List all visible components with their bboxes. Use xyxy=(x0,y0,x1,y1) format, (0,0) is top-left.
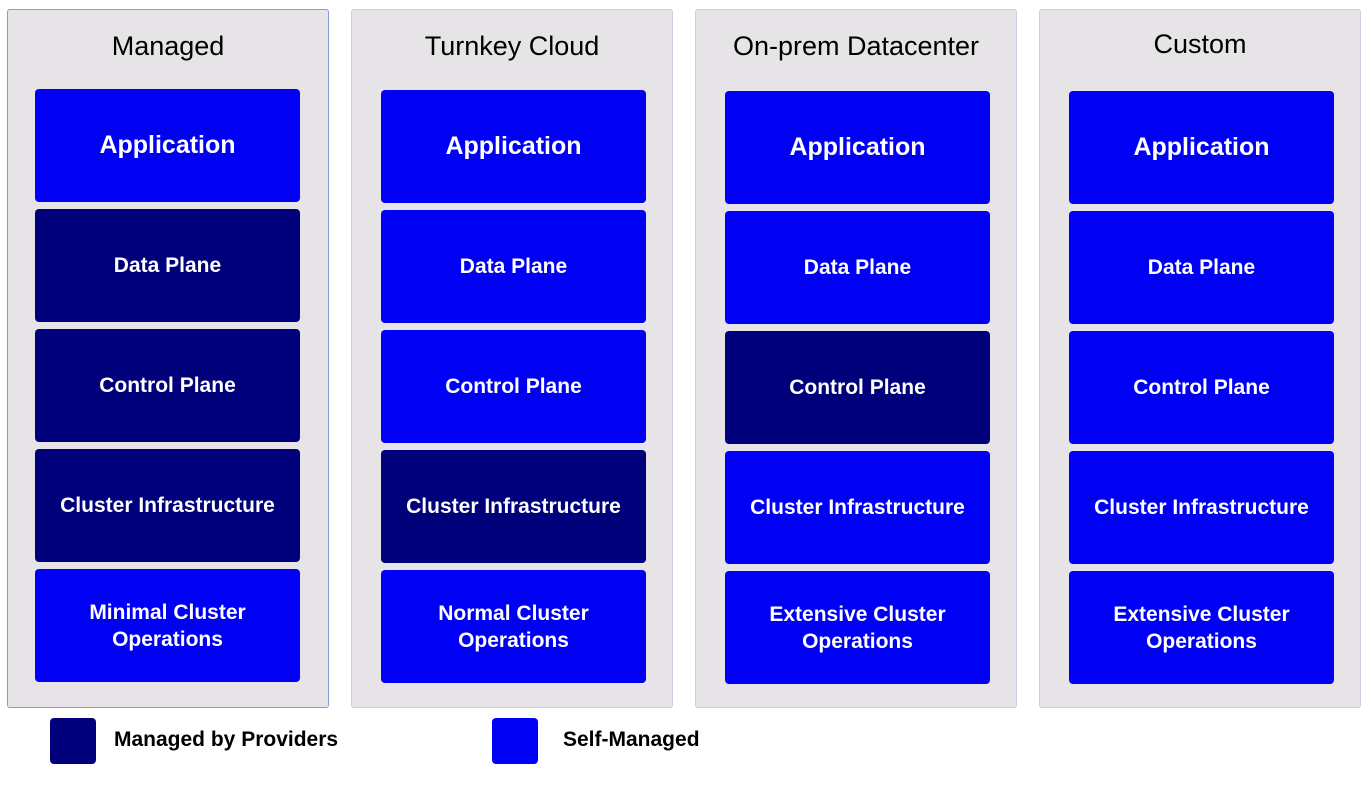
layer-cluster-infrastructure: Cluster Infrastructure xyxy=(381,450,646,563)
layer-control-plane: Control Plane xyxy=(1069,331,1334,444)
legend-swatch-provider xyxy=(50,718,96,764)
column-title: On-prem Datacenter xyxy=(732,31,980,61)
legend-label-provider: Managed by Providers xyxy=(114,728,339,751)
column-managed: Managed Application Data Plane Control P… xyxy=(7,9,329,708)
layer-cluster-operations: Extensive Cluster Operations xyxy=(1069,571,1334,684)
layer-application: Application xyxy=(1069,91,1334,204)
layer-control-plane: Control Plane xyxy=(725,331,990,444)
layer-control-plane: Control Plane xyxy=(35,329,300,442)
layer-cluster-infrastructure: Cluster Infrastructure xyxy=(725,451,990,564)
layer-control-plane: Control Plane xyxy=(381,330,646,443)
layer-cluster-operations: Minimal Cluster Operations xyxy=(35,569,300,682)
column-turnkey-cloud: Turnkey Cloud Application Data Plane Con… xyxy=(351,9,673,708)
layer-data-plane: Data Plane xyxy=(35,209,300,322)
column-title: Managed xyxy=(111,31,225,61)
column-title: Custom xyxy=(1153,29,1247,59)
layer-cluster-infrastructure: Cluster Infrastructure xyxy=(1069,451,1334,564)
column-title: Turnkey Cloud xyxy=(424,31,600,61)
layer-cluster-infrastructure: Cluster Infrastructure xyxy=(35,449,300,562)
layer-data-plane: Data Plane xyxy=(381,210,646,323)
layer-application: Application xyxy=(725,91,990,204)
column-on-prem-datacenter: On-prem Datacenter Application Data Plan… xyxy=(695,9,1017,708)
legend-label-self: Self-Managed xyxy=(563,728,700,751)
legend-swatch-self xyxy=(492,718,538,764)
layer-application: Application xyxy=(35,89,300,202)
layer-data-plane: Data Plane xyxy=(1069,211,1334,324)
column-custom: Custom Application Data Plane Control Pl… xyxy=(1039,9,1361,708)
layer-application: Application xyxy=(381,90,646,203)
layer-data-plane: Data Plane xyxy=(725,211,990,324)
layer-cluster-operations: Extensive Cluster Operations xyxy=(725,571,990,684)
layer-cluster-operations: Normal Cluster Operations xyxy=(381,570,646,683)
